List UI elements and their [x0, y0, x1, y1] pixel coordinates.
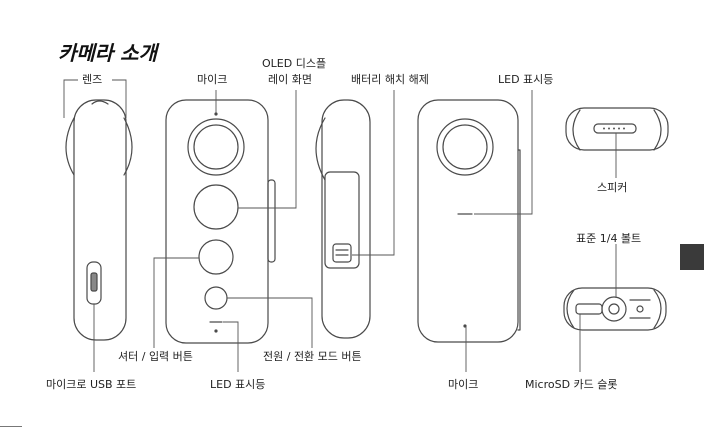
oled-screen [194, 185, 238, 229]
label-led-top: LED 표시등 [498, 73, 553, 87]
footer-rule [0, 426, 22, 427]
front-lens [188, 119, 244, 175]
label-battery-latch: 배터리 해치 해제 [351, 73, 429, 87]
label-tripod: 표준 1/4 볼트 [576, 232, 641, 246]
label-oled-line2: 레이 화면 [268, 73, 312, 87]
camera-back-side-view [316, 100, 370, 338]
chapter-tab [680, 244, 704, 270]
power-button [205, 287, 227, 309]
camera-side-view [66, 100, 132, 340]
front-body [166, 100, 268, 343]
leader-shutter [154, 258, 199, 348]
rear-lens [437, 119, 493, 175]
leader-led-top [474, 90, 532, 214]
camera-rear-view [418, 100, 520, 342]
tripod-mount [602, 297, 626, 321]
label-led-bottom: LED 표시등 [210, 378, 265, 392]
leader-led-bottom [223, 322, 238, 372]
label-mic-bottom: 마이크 [448, 378, 478, 392]
leader-power [227, 298, 312, 348]
label-microsd: MicroSD 카드 슬롯 [525, 378, 618, 392]
microsd-slot [576, 304, 602, 314]
camera-bottom-view [564, 288, 666, 330]
hatch-latch [333, 244, 351, 262]
label-micro-usb: 마이크로 USB 포트 [46, 378, 136, 392]
side-body [74, 100, 126, 340]
leader-battery [352, 90, 394, 255]
label-shutter: 셔터 / 입력 버튼 [118, 350, 193, 364]
side-lens-right [124, 118, 132, 175]
label-mic-top: 마이크 [197, 73, 227, 87]
side-lens-left [66, 118, 74, 175]
label-power-mode: 전원 / 전환 모드 버튼 [263, 350, 362, 364]
battery-hatch [325, 172, 359, 268]
label-oled-line1: OLED 디스플 [262, 57, 326, 71]
camera-front-view [166, 100, 275, 343]
label-lens: 렌즈 [82, 73, 102, 87]
camera-top-view [566, 108, 668, 150]
shutter-button [199, 240, 233, 274]
leader-oled [238, 90, 296, 208]
label-speaker: 스피커 [597, 181, 627, 195]
